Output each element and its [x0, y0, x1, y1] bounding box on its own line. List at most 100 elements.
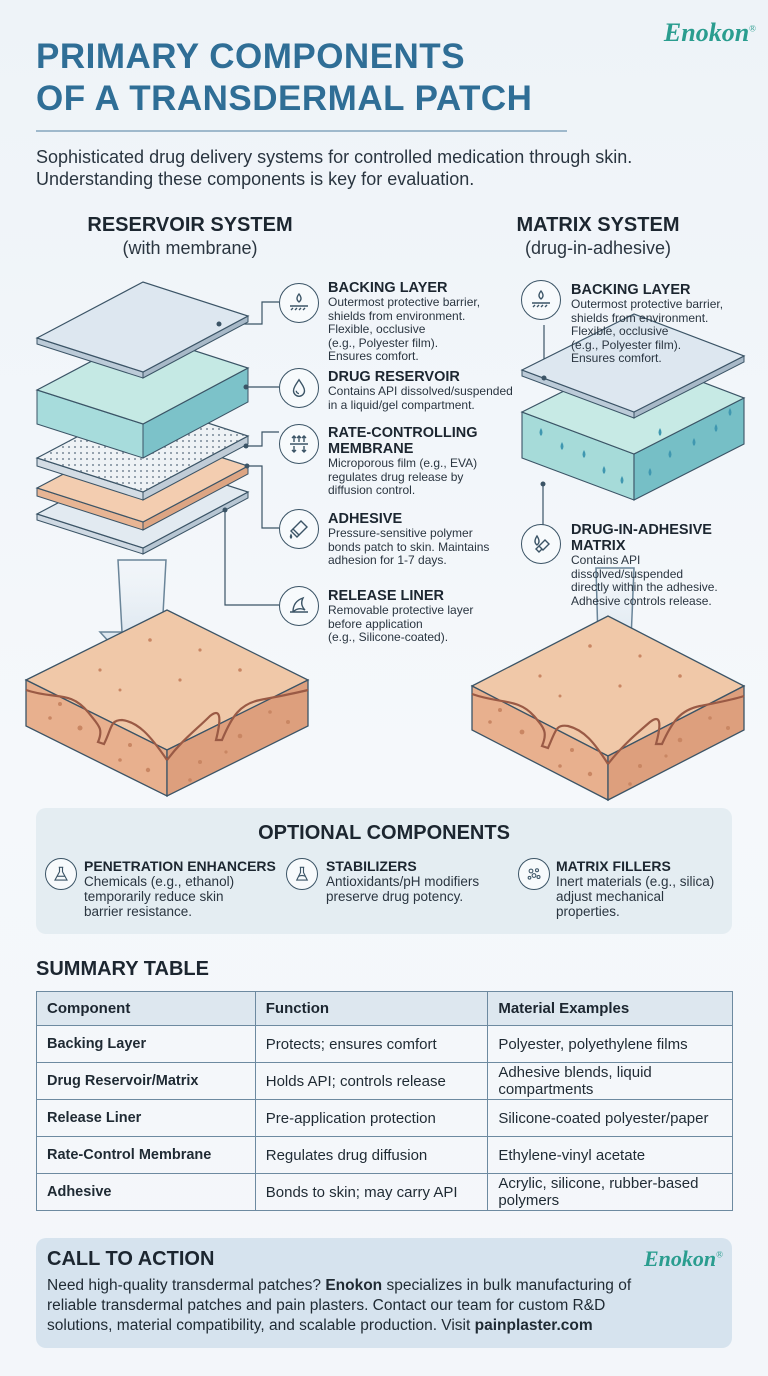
call-to-action-panel: [36, 1238, 732, 1348]
reservoir-liner-desc-1: Removable protective layer: [328, 603, 474, 617]
beaker-icon: [286, 858, 318, 890]
table-row: Backing Layer Protects; ensures comfort …: [36, 1025, 733, 1063]
reservoir-membrane-desc-1: Microporous film (e.g., EVA): [328, 456, 478, 470]
stabilizers-desc-2: preserve drug potency.: [326, 889, 464, 904]
call-to-action-text: Need high-quality transdermal patches? E…: [47, 1276, 727, 1336]
optional-penetration-enhancers: PENETRATION ENHANCERS Chemicals (e.g., e…: [84, 858, 284, 919]
matrix-backing-desc-3: Flexible, occlusive: [571, 324, 669, 338]
optional-stabilizers: STABILIZERS Antioxidants/pH modifiers pr…: [326, 858, 506, 904]
reservoir-adhesive-desc-2: bonds patch to skin. Maintains: [328, 539, 490, 554]
table-cell-function: Bonds to skin; may carry API: [254, 1173, 489, 1211]
reservoir-backing-desc-4: (e.g., Polyester film).: [328, 335, 439, 350]
materials-line: Acrylic, silicone, rubber-based: [498, 1175, 699, 1192]
matrix-backing-callout: BACKING LAYER Outermost protective barri…: [571, 282, 761, 366]
cta-trademark-symbol: ®: [716, 1249, 723, 1260]
penetration-enhancers-desc-3: barrier resistance.: [84, 904, 193, 919]
reservoir-membrane-callout: RATE-CONTROLLING MEMBRANE Microporous fi…: [328, 425, 528, 498]
matrix-backing-desc-4: (e.g., Polyester film).: [571, 337, 682, 352]
matrix-system-subtitle: (drug-in-adhesive): [524, 238, 672, 258]
penetration-enhancers-desc-1: Chemicals (e.g., ethanol): [84, 874, 235, 889]
reservoir-backing-desc-2: shields from environment.: [328, 308, 466, 323]
matrix-fillers-desc-1: Inert materials (e.g., silica): [556, 874, 715, 889]
summary-table: Component Function Material Examples Bac…: [36, 991, 733, 1211]
cta-brand-name: Enokon: [325, 1277, 383, 1294]
reservoir-backing-callout: BACKING LAYER Outermost protective barri…: [328, 280, 528, 364]
brand-logo-text: Enokon: [663, 18, 750, 47]
materials-line: Silicone-coated polyester/paper: [498, 1109, 709, 1127]
matrix-drug-adhesive-desc-3: directly within the adhesive.: [571, 580, 718, 594]
intro-text: Sophisticated drug delivery systems for …: [36, 146, 746, 190]
reservoir-system-title: RESERVOIR SYSTEM: [87, 214, 293, 236]
peel-liner-icon: [279, 586, 319, 626]
column-header-material-examples: Material Examples: [487, 991, 733, 1026]
matrix-backing-title: BACKING LAYER: [571, 282, 691, 298]
page-title-line-2: OF A TRANSDERMAL PATCH: [36, 79, 533, 118]
materials-line: polymers: [498, 1192, 560, 1209]
drug-adhesive-icon: [521, 524, 561, 564]
table-cell-function: Pre-application protection: [254, 1099, 489, 1137]
reservoir-liner-callout: RELEASE LINER Removable protective layer…: [328, 588, 528, 645]
stabilizers-desc-1: Antioxidants/pH modifiers: [326, 874, 480, 889]
page-title: PRIMARY COMPONENTS OF A TRANSDERMAL PATC…: [36, 36, 636, 120]
website-link[interactable]: painplaster.com: [474, 1317, 593, 1334]
column-header-function: Function: [254, 991, 489, 1026]
table-cell-materials: Polyester, polyethylene films: [487, 1025, 733, 1063]
matrix-drug-adhesive-desc-1: Contains API: [571, 553, 641, 567]
brand-logo: Enokon®: [664, 18, 756, 48]
table-cell-function: Holds API; controls release: [254, 1062, 489, 1100]
reservoir-membrane-title-2: MEMBRANE: [328, 441, 414, 457]
reservoir-membrane-desc-2: regulates drug release by: [328, 469, 464, 484]
cta-line-3-start: solutions, material compatibility, and s…: [47, 1317, 471, 1334]
summary-table-title: SUMMARY TABLE: [36, 958, 209, 980]
table-row: Rate-Control Membrane Regulates drug dif…: [36, 1136, 733, 1174]
table-cell-component: Adhesive: [36, 1173, 256, 1211]
reservoir-drug-layer: [35, 333, 250, 459]
matrix-skin-block: [470, 615, 746, 802]
table-row: Adhesive Bonds to skin; may carry API Ac…: [36, 1173, 733, 1211]
reservoir-skin-block: [24, 609, 310, 798]
materials-line: Ethylene-vinyl acetate: [498, 1146, 646, 1164]
matrix-backing-desc-1: Outermost protective barrier,: [571, 297, 724, 311]
table-cell-component: Release Liner: [36, 1099, 256, 1137]
page-title-line-1: PRIMARY COMPONENTS: [36, 37, 466, 76]
reservoir-backing-layer: [35, 281, 250, 379]
cta-brand-logo-text: Enokon: [644, 1246, 717, 1271]
reservoir-membrane-desc-3: diffusion control.: [328, 483, 416, 497]
matrix-fillers-desc-3: properties.: [556, 904, 620, 919]
matrix-drug-adhesive-title-1: DRUG-IN-ADHESIVE: [571, 522, 712, 538]
materials-line: Polyester, polyethylene films: [498, 1035, 688, 1053]
stabilizers-title: STABILIZERS: [326, 858, 417, 874]
table-cell-component: Rate-Control Membrane: [36, 1136, 256, 1174]
table-cell-materials: Silicone-coated polyester/paper: [487, 1099, 733, 1137]
reservoir-drug-callout: DRUG RESERVOIR Contains API dissolved/su…: [328, 369, 548, 412]
materials-line: Adhesive blends, liquid: [498, 1064, 652, 1081]
title-divider: [36, 130, 567, 132]
cta-line-2: reliable transdermal patches and pain pl…: [47, 1297, 606, 1314]
matrix-backing-layer: [520, 313, 746, 419]
reservoir-adhesive-desc-3: adhesion for 1-7 days.: [328, 553, 447, 567]
reservoir-backing-title: BACKING LAYER: [328, 280, 448, 296]
table-cell-component: Backing Layer: [36, 1025, 256, 1063]
table-cell-materials: Ethylene-vinyl acetate: [487, 1136, 733, 1174]
table-row: Release Liner Pre-application protection…: [36, 1099, 733, 1137]
cta-line-1-end: specializes in bulk manufacturing of: [386, 1277, 632, 1294]
matrix-drug-adhesive-callout: DRUG-IN-ADHESIVE MATRIX Contains API dis…: [571, 522, 761, 608]
table-cell-function: Regulates drug diffusion: [254, 1136, 489, 1174]
cta-brand-logo: Enokon®: [644, 1246, 723, 1272]
matrix-drug-adhesive-desc-4: Adhesive controls release.: [571, 593, 712, 608]
reservoir-drug-desc-2: in a liquid/gel compartment.: [328, 397, 475, 412]
reservoir-liner-desc-2: before application: [328, 616, 423, 631]
reservoir-liner-title: RELEASE LINER: [328, 588, 445, 604]
matrix-backing-layer-icon: [521, 280, 561, 320]
matrix-system-title: MATRIX SYSTEM: [516, 214, 680, 236]
flask-icon: [45, 858, 77, 890]
column-header-component: Component: [36, 991, 256, 1026]
particles-icon: [518, 858, 550, 890]
backing-layer-icon: [279, 283, 319, 323]
matrix-drug-adhesive-desc-2: dissolved/suspended: [571, 566, 684, 581]
matrix-backing-desc-2: shields from environment.: [571, 310, 709, 325]
cta-line-1-start: Need high-quality transdermal patches?: [47, 1277, 321, 1294]
adhesive-tube-icon: [279, 509, 319, 549]
